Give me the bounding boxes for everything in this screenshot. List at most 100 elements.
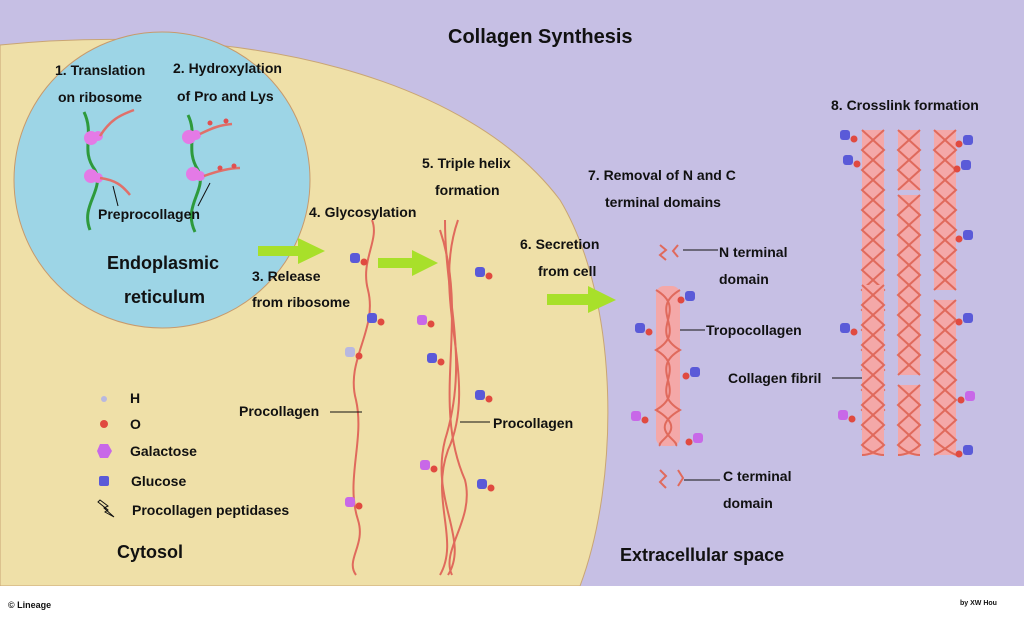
hydrogen-icon bbox=[345, 347, 355, 357]
glucose-icon bbox=[477, 479, 487, 489]
oxygen-icon bbox=[360, 258, 368, 266]
step-4-label: 4. Glycosylation bbox=[309, 204, 417, 220]
galactose-icon bbox=[838, 410, 848, 420]
galactose-icon bbox=[965, 391, 975, 401]
oxygen-icon bbox=[677, 296, 685, 304]
glucose-icon bbox=[843, 155, 853, 165]
step-3-label-line2: from ribosome bbox=[252, 294, 351, 310]
glucose-icon bbox=[367, 313, 377, 323]
c-terminal-label-line2: domain bbox=[723, 495, 773, 511]
glucose-icon bbox=[840, 323, 850, 333]
glucose-icon bbox=[685, 291, 695, 301]
fibril-strand bbox=[932, 129, 958, 291]
galactose-icon bbox=[420, 460, 430, 470]
oxygen-icon bbox=[100, 420, 108, 428]
hydrogen-icon bbox=[101, 396, 107, 402]
step-6-label: 6. Secretion bbox=[520, 236, 600, 252]
n-terminal-label: N terminal bbox=[719, 244, 788, 260]
oxygen-icon bbox=[355, 502, 363, 510]
glucose-icon bbox=[427, 353, 437, 363]
step-7-label-line2: terminal domains bbox=[605, 194, 721, 210]
step-1-label: 1. Translation bbox=[55, 62, 146, 78]
galactose-icon bbox=[693, 433, 703, 443]
fibril-strand bbox=[896, 384, 922, 456]
n-terminal-label-line2: domain bbox=[719, 271, 769, 287]
galactose-icon bbox=[631, 411, 641, 421]
cytosol-label: Cytosol bbox=[117, 542, 184, 562]
legend-peptidase-label: Procollagen peptidases bbox=[132, 502, 290, 518]
fibril-strand bbox=[860, 284, 886, 456]
step-1-label-line2: on ribosome bbox=[58, 89, 143, 105]
oxygen-icon bbox=[645, 328, 653, 336]
glucose-icon bbox=[963, 313, 973, 323]
oxygen-icon bbox=[355, 352, 363, 360]
legend-galactose-label: Galactose bbox=[130, 443, 197, 459]
oxygen-icon bbox=[955, 235, 963, 243]
fibril-strand bbox=[896, 384, 922, 456]
step-2-label: 2. Hydroxylation bbox=[173, 60, 282, 76]
er-label: Endoplasmic bbox=[107, 253, 220, 273]
oxygen-icon bbox=[427, 320, 435, 328]
arrow-icon bbox=[378, 250, 438, 276]
fibril-strand bbox=[932, 299, 958, 456]
oxygen-icon bbox=[377, 318, 385, 326]
step-3-label: 3. Release bbox=[252, 268, 321, 284]
oxygen-icon bbox=[955, 318, 963, 326]
legend-o-label: O bbox=[130, 416, 141, 432]
oxygen-icon bbox=[685, 438, 693, 446]
glucose-icon bbox=[475, 390, 485, 400]
footer-credit-right: by XW Hou bbox=[960, 600, 997, 607]
glucose-icon bbox=[475, 267, 485, 277]
ribosome-1 bbox=[82, 108, 135, 231]
step-2-label-line2: of Pro and Lys bbox=[177, 88, 274, 104]
preprocollagen-label: Preprocollagen bbox=[98, 206, 200, 222]
oxygen-icon bbox=[641, 416, 649, 424]
glucose-icon bbox=[690, 367, 700, 377]
oxygen-icon bbox=[485, 272, 493, 280]
arrow-icon bbox=[547, 286, 616, 313]
c-terminal-label: C terminal bbox=[723, 468, 792, 484]
glucose-icon bbox=[963, 230, 973, 240]
sugar-decorations bbox=[345, 130, 975, 510]
oxygen-icon bbox=[957, 396, 965, 404]
galactose-icon bbox=[345, 497, 355, 507]
glucose-icon bbox=[635, 323, 645, 333]
step-5-label-line2: formation bbox=[435, 182, 500, 198]
tropocollagen bbox=[654, 286, 682, 447]
peptidase-icon bbox=[97, 499, 115, 518]
procollagen-label-a: Procollagen bbox=[239, 403, 320, 419]
legend-glucose-label: Glucose bbox=[131, 473, 187, 489]
fibril-segment bbox=[898, 385, 920, 455]
galactose-icon bbox=[417, 315, 427, 325]
glucose-icon bbox=[99, 476, 109, 486]
oxygen-icon bbox=[853, 160, 861, 168]
procollagen-label-b: Procollagen bbox=[493, 415, 574, 431]
oxygen-icon bbox=[850, 328, 858, 336]
diagram-svg bbox=[0, 0, 1024, 586]
legend-h-label: H bbox=[130, 390, 141, 406]
galactose-icon bbox=[97, 444, 112, 458]
glucose-icon bbox=[961, 160, 971, 170]
oxygen-icon bbox=[955, 140, 963, 148]
extracellular-label: Extracellular space bbox=[620, 545, 785, 565]
step-6-label-line2: from cell bbox=[538, 263, 597, 279]
oxygen-icon bbox=[848, 415, 856, 423]
er-region bbox=[13, 31, 311, 329]
procollagen-strand bbox=[351, 219, 375, 576]
step-7-label: 7. Removal of N and C bbox=[588, 167, 736, 183]
fibril-strand bbox=[932, 129, 958, 291]
tropocollagen-label: Tropocollagen bbox=[706, 322, 802, 338]
glucose-icon bbox=[963, 445, 973, 455]
oxygen-icon bbox=[955, 450, 963, 458]
oxygen-icon bbox=[437, 358, 445, 366]
fibril-strand bbox=[932, 299, 958, 456]
glucose-icon bbox=[840, 130, 850, 140]
triple-helix bbox=[439, 219, 468, 576]
oxygen-icon bbox=[682, 372, 690, 380]
collagen-fibril bbox=[860, 129, 958, 456]
fibril-strand bbox=[896, 129, 922, 191]
er-label-line2: reticulum bbox=[124, 287, 206, 307]
diagram-title: Collagen Synthesis bbox=[448, 26, 633, 48]
oxygen-icon bbox=[485, 395, 493, 403]
glucose-icon bbox=[350, 253, 360, 263]
